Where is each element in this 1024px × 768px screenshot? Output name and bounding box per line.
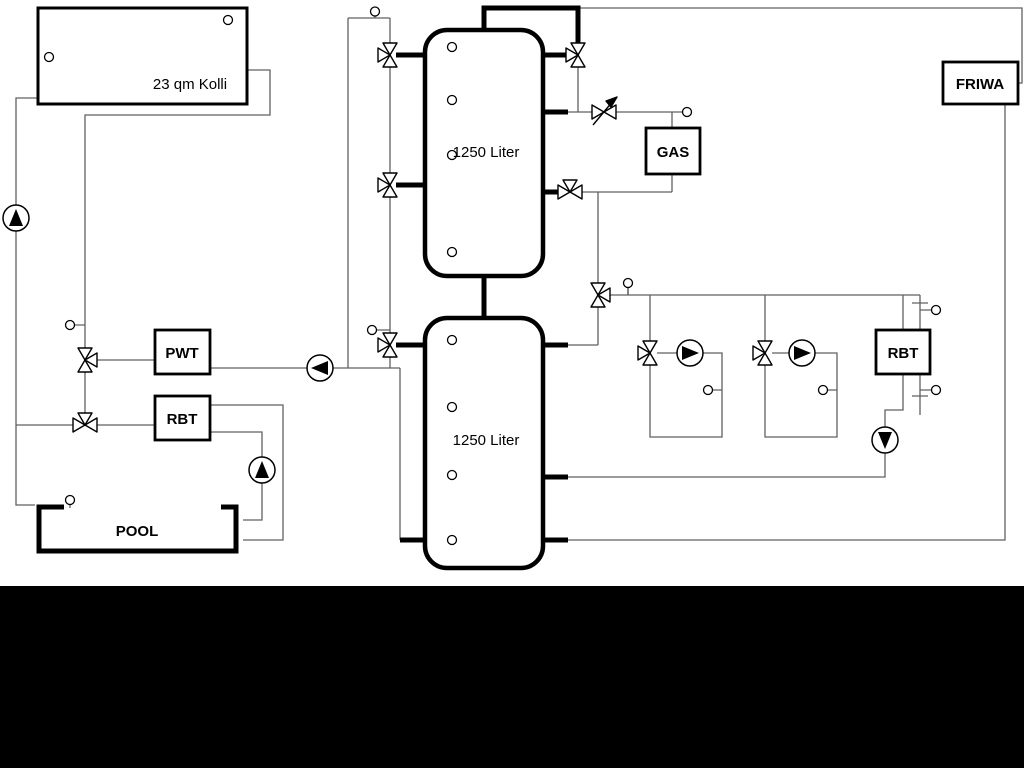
temp-sensor <box>64 494 76 506</box>
pipe-tank-top-run <box>481 5 581 43</box>
gas-label: GAS <box>657 144 690 161</box>
temp-sensor <box>446 534 458 546</box>
valve-heating-circuit-1 <box>637 340 658 366</box>
temp-sensor <box>622 277 634 289</box>
solar-pump <box>2 204 30 232</box>
temp-sensor <box>930 304 942 316</box>
temp-sensor <box>222 14 234 26</box>
temp-sensor <box>64 319 76 331</box>
pipe-heating-groups <box>649 352 838 438</box>
collector-label: 23 qm Kolli <box>153 76 227 93</box>
pumps <box>2 204 899 484</box>
valve-solar-pwt <box>77 347 98 373</box>
temp-sensor <box>43 51 55 63</box>
valve-heating-supply <box>590 282 611 308</box>
tank-bottom-label: 1250 Liter <box>453 432 520 449</box>
valve-heating-circuit-2 <box>752 340 773 366</box>
pipe-pool-circuit <box>210 404 284 541</box>
valves <box>72 42 773 433</box>
temp-sensor <box>446 149 458 161</box>
valve-tank1-right-top <box>565 42 586 68</box>
temp-sensor <box>446 401 458 413</box>
tank-top-label: 1250 Liter <box>453 144 520 161</box>
component-boxes <box>36 6 1020 442</box>
pwt-pump <box>306 354 334 382</box>
heating-pump-2 <box>788 339 816 367</box>
pool-label: POOL <box>116 523 159 540</box>
pipe-solar-left <box>15 69 271 506</box>
pipe-friwa-cold <box>568 104 1006 541</box>
pwt-label: PWT <box>165 345 198 362</box>
solar-collector-box <box>36 6 249 106</box>
pool-basin <box>36 504 239 554</box>
temp-sensor <box>930 384 942 396</box>
temp-sensor <box>446 469 458 481</box>
gas-boiler-box <box>644 126 702 176</box>
friwa-box <box>941 60 1020 106</box>
temp-sensor <box>446 334 458 346</box>
rbt-right-label: RBT <box>888 345 919 362</box>
temp-sensor <box>369 6 381 17</box>
temp-sensor <box>446 246 458 258</box>
blackout-band <box>0 586 1024 768</box>
rbt-left-label: RBT <box>167 411 198 428</box>
pipe-gas-circuit <box>568 7 1023 193</box>
valve-solar-rbt <box>72 412 98 433</box>
rbt-left-box <box>153 394 212 442</box>
rbt-right-pump <box>871 426 899 454</box>
temp-sensor <box>446 94 458 106</box>
mixing-valve-gas <box>591 96 618 126</box>
valve-tank1-left-top <box>377 42 398 68</box>
temp-sensor <box>366 324 378 336</box>
buffer-tanks <box>422 27 546 571</box>
pwt-box <box>153 328 212 376</box>
heating-pump-1 <box>676 339 704 367</box>
temp-sensor <box>681 106 693 118</box>
valve-gas-return <box>557 179 583 200</box>
temperature-sensors <box>43 6 942 546</box>
friwa-label: FRIWA <box>956 76 1004 93</box>
labels: 23 qm Kolli 1250 Liter 1250 Liter GAS FR… <box>116 76 1005 540</box>
buffer-tank-top <box>422 27 546 279</box>
temp-sensor <box>446 41 458 53</box>
valve-tank1-left-bottom <box>377 172 398 198</box>
temp-sensor <box>702 384 714 396</box>
buffer-tank-bottom <box>422 315 546 571</box>
temp-sensor <box>817 384 829 396</box>
pipe-pwt-circuit <box>210 17 401 540</box>
valve-tank2-left <box>377 332 398 358</box>
rbt-right-box <box>874 328 932 376</box>
pipes-thick <box>396 5 581 543</box>
pool-pump <box>248 456 276 484</box>
tank-port-stubs <box>396 52 568 543</box>
pipe-rbt-right <box>568 309 932 478</box>
